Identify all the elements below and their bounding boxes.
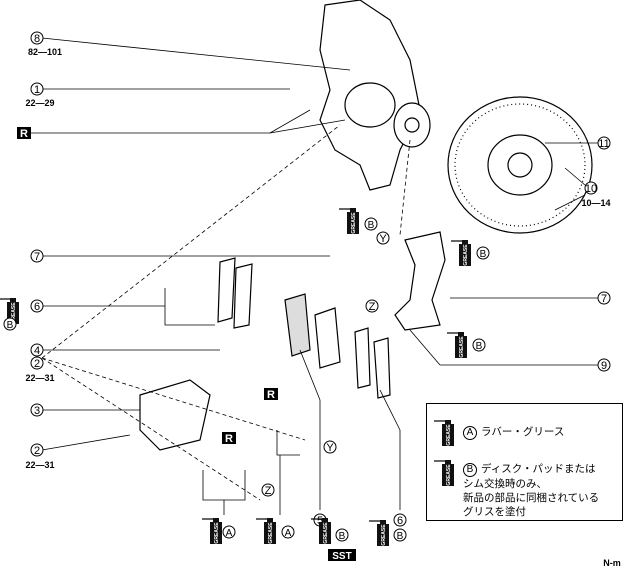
legend-item-b: B ディスク・パッドまたは シム交換時のみ、 新品の部品に同梱されている グリスを… [463, 462, 599, 519]
grease-can-label: GREASE [446, 464, 452, 486]
svg-text:22—29: 22—29 [25, 98, 54, 108]
callout-10: 10 10—14 [581, 181, 611, 208]
svg-text:R: R [20, 128, 28, 140]
callout-6-left: 6 [30, 299, 44, 313]
legend-a-text: ラバー・グリース [481, 426, 565, 438]
callout-8: 8 82—101 [28, 31, 62, 57]
svg-text:SST: SST [332, 551, 351, 562]
grease-can-label: GREASE [381, 524, 387, 546]
svg-text:B: B [476, 341, 483, 352]
callout-7-right: 7 [597, 291, 611, 305]
svg-text:7: 7 [34, 251, 40, 263]
mark-r-mid-2: R [222, 432, 236, 445]
mark-r-top: R [17, 127, 31, 140]
svg-text:8: 8 [34, 33, 40, 45]
grease-legend: GREASE GREASE A ラバー・グリース B ディスク・パッドまたは シム交… [426, 403, 623, 521]
svg-text:B: B [368, 220, 375, 231]
mark-r-mid-1: R [264, 388, 278, 401]
grease-can-label: GREASE [268, 522, 274, 544]
mark-y-bottom: Y [323, 440, 337, 454]
grease-can-label: GREASE [11, 302, 17, 324]
svg-text:9: 9 [601, 360, 607, 372]
svg-text:A: A [285, 528, 292, 539]
svg-text:6: 6 [397, 515, 403, 527]
grease-a-2: GREASE A [255, 517, 295, 545]
grease-can-label: GREASE [214, 522, 220, 544]
svg-text:Z: Z [369, 301, 376, 313]
svg-text:11: 11 [598, 138, 609, 150]
callout-3: 3 [30, 403, 44, 417]
callout-6-bottom: 6 [393, 513, 407, 527]
mark-z-top: Z [365, 299, 379, 313]
grease-a-1: GREASE A [201, 517, 236, 545]
grease-b-top: GREASE B [338, 207, 378, 235]
svg-text:4: 4 [34, 345, 40, 357]
callout-2-bottom: 2 22—31 [25, 443, 55, 470]
pads-and-shims [217, 257, 391, 399]
svg-text:Y: Y [326, 442, 334, 454]
grease-b-6: GREASE B [368, 519, 407, 547]
svg-text:2: 2 [34, 358, 40, 370]
legend-b-line: ディスク・パッドまたは [481, 463, 596, 475]
svg-text:R: R [225, 433, 233, 445]
legend-b-line: グリスを塗付 [463, 506, 526, 518]
mark-z-bottom: Z [261, 483, 275, 497]
svg-text:22—31: 22—31 [25, 373, 54, 383]
svg-text:B: B [7, 320, 14, 331]
legend-b-line: シム交換時のみ、 [463, 478, 547, 490]
mark-b: B [463, 463, 477, 477]
svg-text:B: B [397, 531, 404, 542]
svg-text:R: R [267, 389, 275, 401]
caliper-body [139, 379, 211, 451]
callout-1: 1 22—29 [25, 82, 55, 108]
brake-disc [447, 96, 593, 234]
grease-can-label: GREASE [446, 424, 452, 446]
svg-text:B: B [480, 249, 487, 260]
grease-b-5: GREASE B [310, 517, 349, 545]
mark-a: A [463, 426, 477, 440]
callout-9: 9 [597, 358, 611, 372]
svg-text:B: B [339, 531, 346, 542]
mark-y-top: Y [376, 231, 390, 245]
grease-can-label: GREASE [463, 244, 469, 266]
svg-text:22—31: 22—31 [25, 460, 54, 470]
caliper-bracket [394, 231, 446, 331]
callout-4: 4 [30, 343, 44, 357]
svg-text:7: 7 [601, 293, 607, 305]
svg-text:10—14: 10—14 [581, 198, 610, 208]
grease-can-icon: GREASE GREASE [433, 419, 455, 487]
steering-knuckle [319, 0, 431, 191]
callout-7-left: 7 [30, 249, 44, 263]
grease-can-label: GREASE [459, 336, 465, 358]
svg-text:5: 5 [317, 515, 323, 527]
grease-b-right: GREASE B [450, 239, 490, 267]
unit-label: N-m [603, 558, 621, 568]
legend-item-a: A ラバー・グリース [463, 425, 564, 440]
svg-text:Y: Y [379, 233, 387, 245]
svg-text:3: 3 [34, 405, 40, 417]
svg-text:1: 1 [34, 84, 40, 96]
svg-text:10: 10 [585, 183, 597, 195]
grease-can-label: GREASE [323, 522, 329, 544]
callout-11: 11 [597, 136, 611, 150]
grease-b-caliper: GREASE B [446, 331, 486, 359]
svg-text:A: A [226, 528, 233, 539]
callout-2-top: 2 22—31 [25, 356, 55, 383]
leader-lines [30, 37, 598, 515]
legend-b-line: 新品の部品に同梱されている [463, 492, 600, 504]
svg-text:6: 6 [34, 301, 40, 313]
svg-text:82—101: 82—101 [28, 47, 62, 57]
sst-label: SST [328, 549, 356, 562]
svg-text:Z: Z [265, 485, 272, 497]
grease-can-label: GREASE [351, 212, 357, 234]
svg-text:2: 2 [34, 445, 40, 457]
